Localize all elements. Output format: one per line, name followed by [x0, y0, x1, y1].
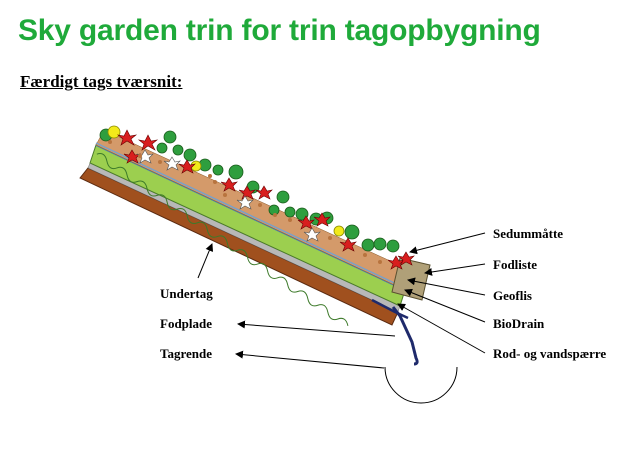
label-tagrende: Tagrende: [160, 346, 213, 361]
arrow-biodrain: [404, 288, 486, 323]
white-plants: [136, 149, 321, 242]
arrow-geoflis: [407, 277, 486, 296]
section-subtitle: Færdigt tags tværsnit:: [20, 72, 183, 91]
red-flowers: [116, 129, 415, 270]
substrate-granules: [108, 140, 382, 264]
label-fodliste: Fodliste: [493, 257, 538, 272]
label-undertag: Undertag: [160, 286, 213, 301]
arrow-fodliste: [424, 263, 486, 276]
annotation-arrows: [197, 232, 486, 369]
tagrende-hanger: [391, 306, 419, 366]
label-fodplade: Fodplade: [160, 316, 213, 331]
label-biodrain: BioDrain: [493, 316, 545, 331]
page-title: Sky garden trin for trin tagopbygning: [18, 14, 541, 47]
biodrain-layer: [89, 144, 406, 307]
label-sedummaatte: Sedummåtte: [493, 226, 564, 241]
arrow-tagrende: [235, 350, 385, 369]
biodrain-wave: [96, 153, 349, 326]
arrow-rod-vandspaerre: [397, 303, 486, 354]
arrow-fodplade: [237, 320, 396, 337]
arrow-undertag: [197, 243, 214, 279]
arrow-sedummaatte: [409, 232, 486, 255]
yellow-flowers: [107, 125, 345, 237]
tagrende: [384, 366, 458, 404]
label-geoflis: Geoflis: [493, 288, 532, 303]
label-rod-vandspaerre: Rod- og vandspærre: [493, 346, 607, 361]
